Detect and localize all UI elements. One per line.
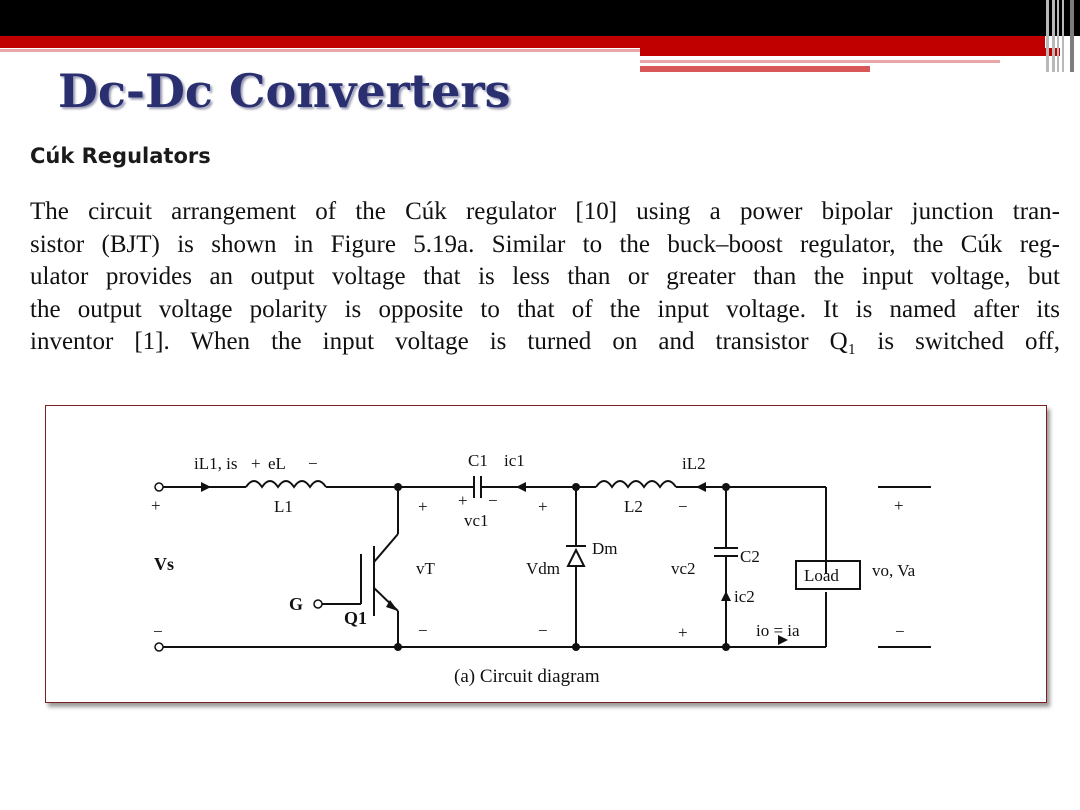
label-vc1: vc1 — [464, 511, 489, 530]
label-io-ia: io = ia — [756, 621, 800, 640]
label-L2: L2 — [624, 497, 643, 516]
decor-red-line — [640, 66, 870, 72]
label-eL: eL — [268, 454, 286, 473]
label-Dm: Dm — [592, 539, 618, 558]
label-eL-plus: + — [251, 454, 261, 473]
label-iL1-is: iL1, is — [194, 454, 237, 473]
decor-pink-line — [0, 49, 640, 52]
label-iL2: iL2 — [682, 454, 706, 473]
label-Vdm: Vdm — [526, 559, 560, 578]
label-Q1: Q1 — [344, 608, 367, 628]
label-C2: C2 — [740, 547, 760, 566]
figure-caption: (a) Circuit diagram — [454, 666, 600, 687]
decor-pink-line — [640, 60, 1000, 63]
label-L2-minus: − — [678, 497, 688, 516]
label-vT-plus: + — [418, 497, 428, 516]
paragraph-line: The circuit arrangement of the Cúk regul… — [30, 198, 1060, 225]
label-vc2-plus: + — [678, 623, 688, 642]
cuk-circuit-diagram: iL1, is + eL − L1 + Vs − + vT − G Q1 C1 … — [151, 451, 931, 687]
label-vT: vT — [416, 559, 436, 578]
label-input-plus: + — [151, 496, 161, 515]
paragraph-line: the output voltage polarity is opposite … — [30, 295, 1060, 323]
label-L1: L1 — [274, 497, 293, 516]
label-input-minus: − — [153, 622, 163, 641]
top-red-bar — [0, 36, 1045, 48]
paragraph-line: inventor [1]. When the input voltage is … — [30, 328, 1060, 355]
label-Vdm-minus: − — [538, 621, 548, 640]
circuit-figure: iL1, is + eL − L1 + Vs − + vT − G Q1 C1 … — [45, 405, 1047, 703]
label-vo-Va: vo, Va — [872, 561, 916, 580]
label-Vdm-plus: + — [538, 497, 548, 516]
paragraph-line: sistor (BJT) is shown in Figure 5.19a. S… — [30, 230, 1060, 258]
slide-title: Dc-Dc Converters — [58, 64, 511, 118]
decor-vertical-bars — [1040, 0, 1080, 72]
label-vT-minus: − — [418, 621, 428, 640]
section-heading: Cúk Regulators — [30, 144, 211, 168]
decor-red-bar — [640, 48, 1060, 56]
label-C1-plus: + — [458, 491, 468, 510]
label-G: G — [289, 594, 303, 614]
label-Vs: Vs — [154, 554, 174, 574]
label-output-plus: + — [894, 496, 904, 515]
top-black-bar — [0, 0, 1080, 36]
label-load: Load — [804, 566, 839, 585]
label-ic2: ic2 — [734, 587, 755, 606]
label-vc2: vc2 — [671, 559, 696, 578]
paragraph-line: ulator provides an output voltage that i… — [30, 263, 1060, 290]
label-C1-minus: − — [488, 491, 498, 510]
label-C1: C1 — [468, 451, 488, 470]
body-paragraph: The circuit arrangement of the Cúk regul… — [30, 196, 1060, 359]
label-output-minus: − — [895, 622, 905, 641]
label-eL-minus: − — [308, 454, 318, 473]
label-ic1: ic1 — [504, 451, 525, 470]
